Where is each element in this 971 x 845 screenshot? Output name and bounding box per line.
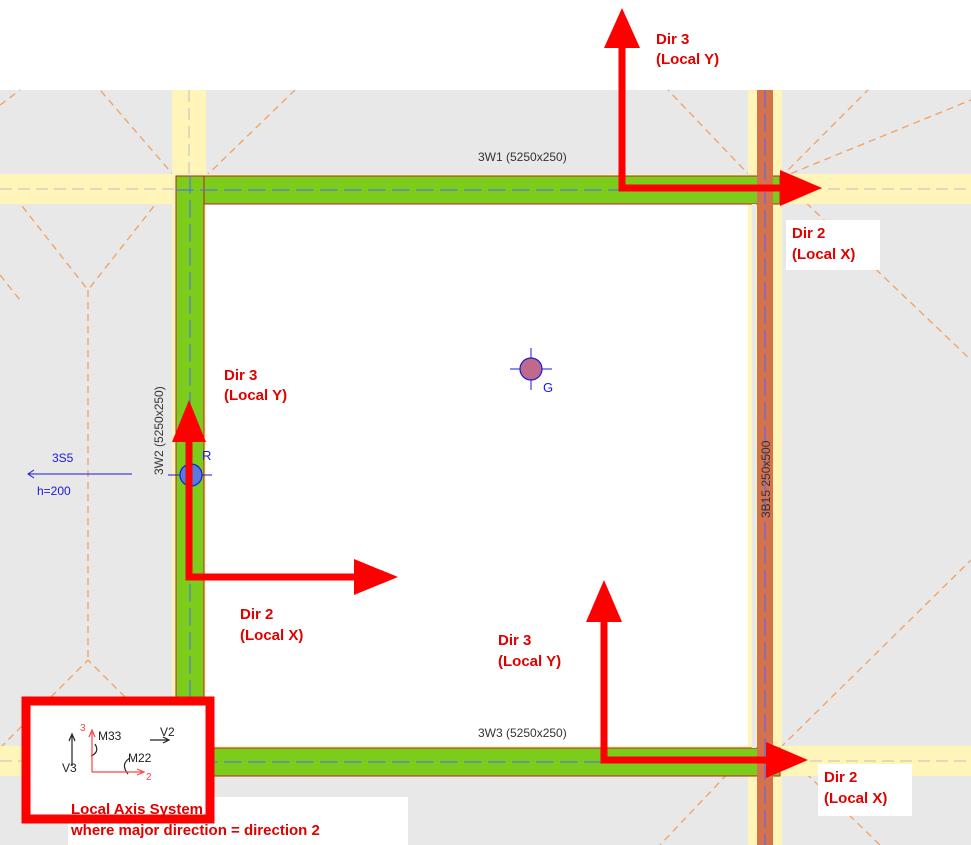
wall-3w1-label: 3W1 (5250x250)	[478, 150, 567, 164]
local-axes-red	[88, 728, 146, 776]
legend-title: Local Axis System	[71, 801, 203, 818]
callout-left-dir3: Dir 3 (Local Y)	[224, 367, 287, 404]
svg-text:(Local Y): (Local Y)	[498, 653, 561, 670]
bottom-dir3-arrowhead	[586, 580, 622, 622]
wall-3w2-label: 3W2 (5250x250)	[152, 386, 166, 475]
slab-interior	[204, 204, 752, 748]
v3-label: V3	[62, 761, 77, 775]
v2-label: V2	[160, 725, 175, 739]
rigidity-label: R	[202, 448, 211, 463]
svg-text:Dir 2: Dir 2	[240, 606, 273, 623]
legend-subtitle: where major direction = direction 2	[70, 822, 320, 839]
callout-top-dir2: Dir 2 (Local X)	[792, 225, 855, 263]
svg-text:Dir 2: Dir 2	[824, 769, 857, 786]
svg-text:(Local X): (Local X)	[824, 790, 887, 807]
slab-span-arrow	[27, 469, 132, 479]
axis-3-label: 3	[80, 723, 86, 734]
callout-bottom-dir3: Dir 3 (Local Y)	[498, 632, 561, 670]
svg-text:Dir 3: Dir 3	[656, 31, 689, 48]
m33-label: M33	[98, 729, 122, 743]
svg-text:(Local X): (Local X)	[240, 627, 303, 644]
svg-text:(Local Y): (Local Y)	[656, 51, 719, 68]
callout-bottom-dir2: Dir 2 (Local X)	[824, 769, 887, 807]
centroid-marker	[510, 348, 552, 390]
legend-box: 3 2 M33 M22 V2 V3 Local Axis System wher…	[21, 696, 408, 845]
beam-3b15-label: 3B15 250x500	[759, 440, 773, 518]
svg-text:Dir 3: Dir 3	[498, 632, 531, 649]
callout-left-dir2: Dir 2 (Local X)	[240, 606, 303, 644]
svg-text:Dir 2: Dir 2	[792, 225, 825, 242]
top-dir2-arrowhead	[780, 170, 822, 206]
wall-3w3-label: 3W3 (5250x250)	[478, 726, 567, 740]
bottom-dir2-label-bg	[818, 764, 912, 816]
svg-text:(Local X): (Local X)	[792, 246, 855, 263]
svg-text:(Local Y): (Local Y)	[224, 387, 287, 404]
bottom-axis-lines	[600, 620, 770, 764]
left-dir3-arrowhead	[172, 400, 206, 442]
direction-arrows	[172, 8, 822, 778]
slab-thickness: h=200	[37, 484, 71, 498]
left-dir2-arrowhead	[354, 559, 398, 595]
top-axis-lines	[618, 44, 784, 192]
top-dir3-arrowhead	[604, 8, 640, 48]
left-axis-lines	[185, 440, 358, 581]
svg-text:Dir 3: Dir 3	[224, 367, 257, 384]
bottom-dir2-arrowhead	[766, 742, 808, 778]
top-dir2-label-bg	[786, 220, 880, 270]
centroid-label: G	[543, 380, 553, 395]
callout-top-dir3: Dir 3 (Local Y)	[656, 31, 719, 68]
m22-label: M22	[128, 751, 152, 765]
axis-2-label: 2	[146, 772, 152, 783]
slab-name: 3S5	[52, 451, 74, 465]
